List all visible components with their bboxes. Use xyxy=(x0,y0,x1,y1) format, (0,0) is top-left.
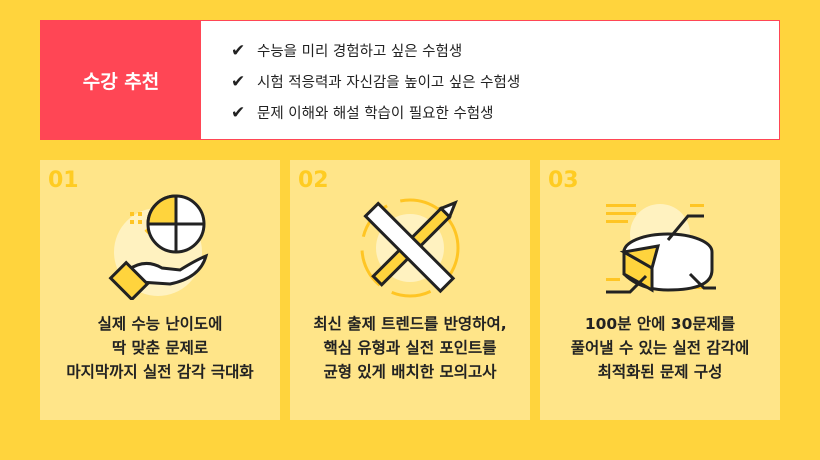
card-description: 실제 수능 난이도에 딱 맞춘 문제로 마지막까지 실전 감각 극대화 xyxy=(40,312,280,384)
recommend-box: 수강 추천 ✔ 수능을 미리 경험하고 싶은 수험생 ✔ 시험 적응력과 자신감을 … xyxy=(40,20,780,140)
feature-card-2: 02 최신 출제 트렌드를 반영하여, 핵심 유형과 실전 포인트를 균형 있게… xyxy=(290,160,530,420)
list-item: ✔ 문제 이해와 해설 학습이 필요한 수험생 xyxy=(231,97,520,128)
pie-chart-icon xyxy=(606,204,716,294)
list-item-text: 문제 이해와 해설 학습이 필요한 수험생 xyxy=(257,106,494,122)
list-item-text: 수능을 미리 경험하고 싶은 수험생 xyxy=(257,44,463,60)
list-item: ✔ 수능을 미리 경험하고 싶은 수험생 xyxy=(231,35,520,66)
card-description: 100분 안에 30문제를 풀어낼 수 있는 실전 감각에 최적화된 문제 구성 xyxy=(540,312,780,384)
pencil-ruler-icon xyxy=(360,198,460,298)
desc-line: 100분 안에 30문제를 xyxy=(584,315,736,333)
card-number: 03 xyxy=(548,168,579,193)
check-icon: ✔ xyxy=(231,40,246,61)
recommend-title: 수강 추천 xyxy=(41,21,201,139)
desc-line: 마지막까지 실전 감각 극대화 xyxy=(66,363,254,381)
recommend-list: ✔ 수능을 미리 경험하고 싶은 수험생 ✔ 시험 적응력과 자신감을 높이고 싶은… xyxy=(201,21,520,139)
hand-puzzle-icon xyxy=(108,194,209,300)
desc-line: 최신 출제 트렌드를 반영하여, xyxy=(313,315,507,333)
card-number: 01 xyxy=(48,168,79,193)
card-number: 02 xyxy=(298,168,329,193)
card-description: 최신 출제 트렌드를 반영하여, 핵심 유형과 실전 포인트를 균형 있게 배치… xyxy=(290,312,530,384)
check-icon: ✔ xyxy=(231,71,246,92)
list-item: ✔ 시험 적응력과 자신감을 높이고 싶은 수험생 xyxy=(231,66,520,97)
desc-line: 핵심 유형과 실전 포인트를 xyxy=(323,339,497,357)
desc-line: 풀어낼 수 있는 실전 감각에 xyxy=(570,339,750,357)
feature-card-3: 03 100분 안에 30문제를 풀어낼 수 있는 실전 감각에 최적화된 문제… xyxy=(540,160,780,420)
desc-line: 최적화된 문제 구성 xyxy=(597,363,723,381)
desc-line: 균형 있게 배치한 모의고사 xyxy=(323,363,497,381)
desc-line: 딱 맞춘 문제로 xyxy=(111,339,209,357)
desc-line: 실제 수능 난이도에 xyxy=(97,315,223,333)
check-icon: ✔ xyxy=(231,102,246,123)
feature-card-1: 01 실제 수능 난이도에 딱 맞춘 문제로 마지막까지 실전 감각 극대화 xyxy=(40,160,280,420)
list-item-text: 시험 적응력과 자신감을 높이고 싶은 수험생 xyxy=(257,75,521,91)
